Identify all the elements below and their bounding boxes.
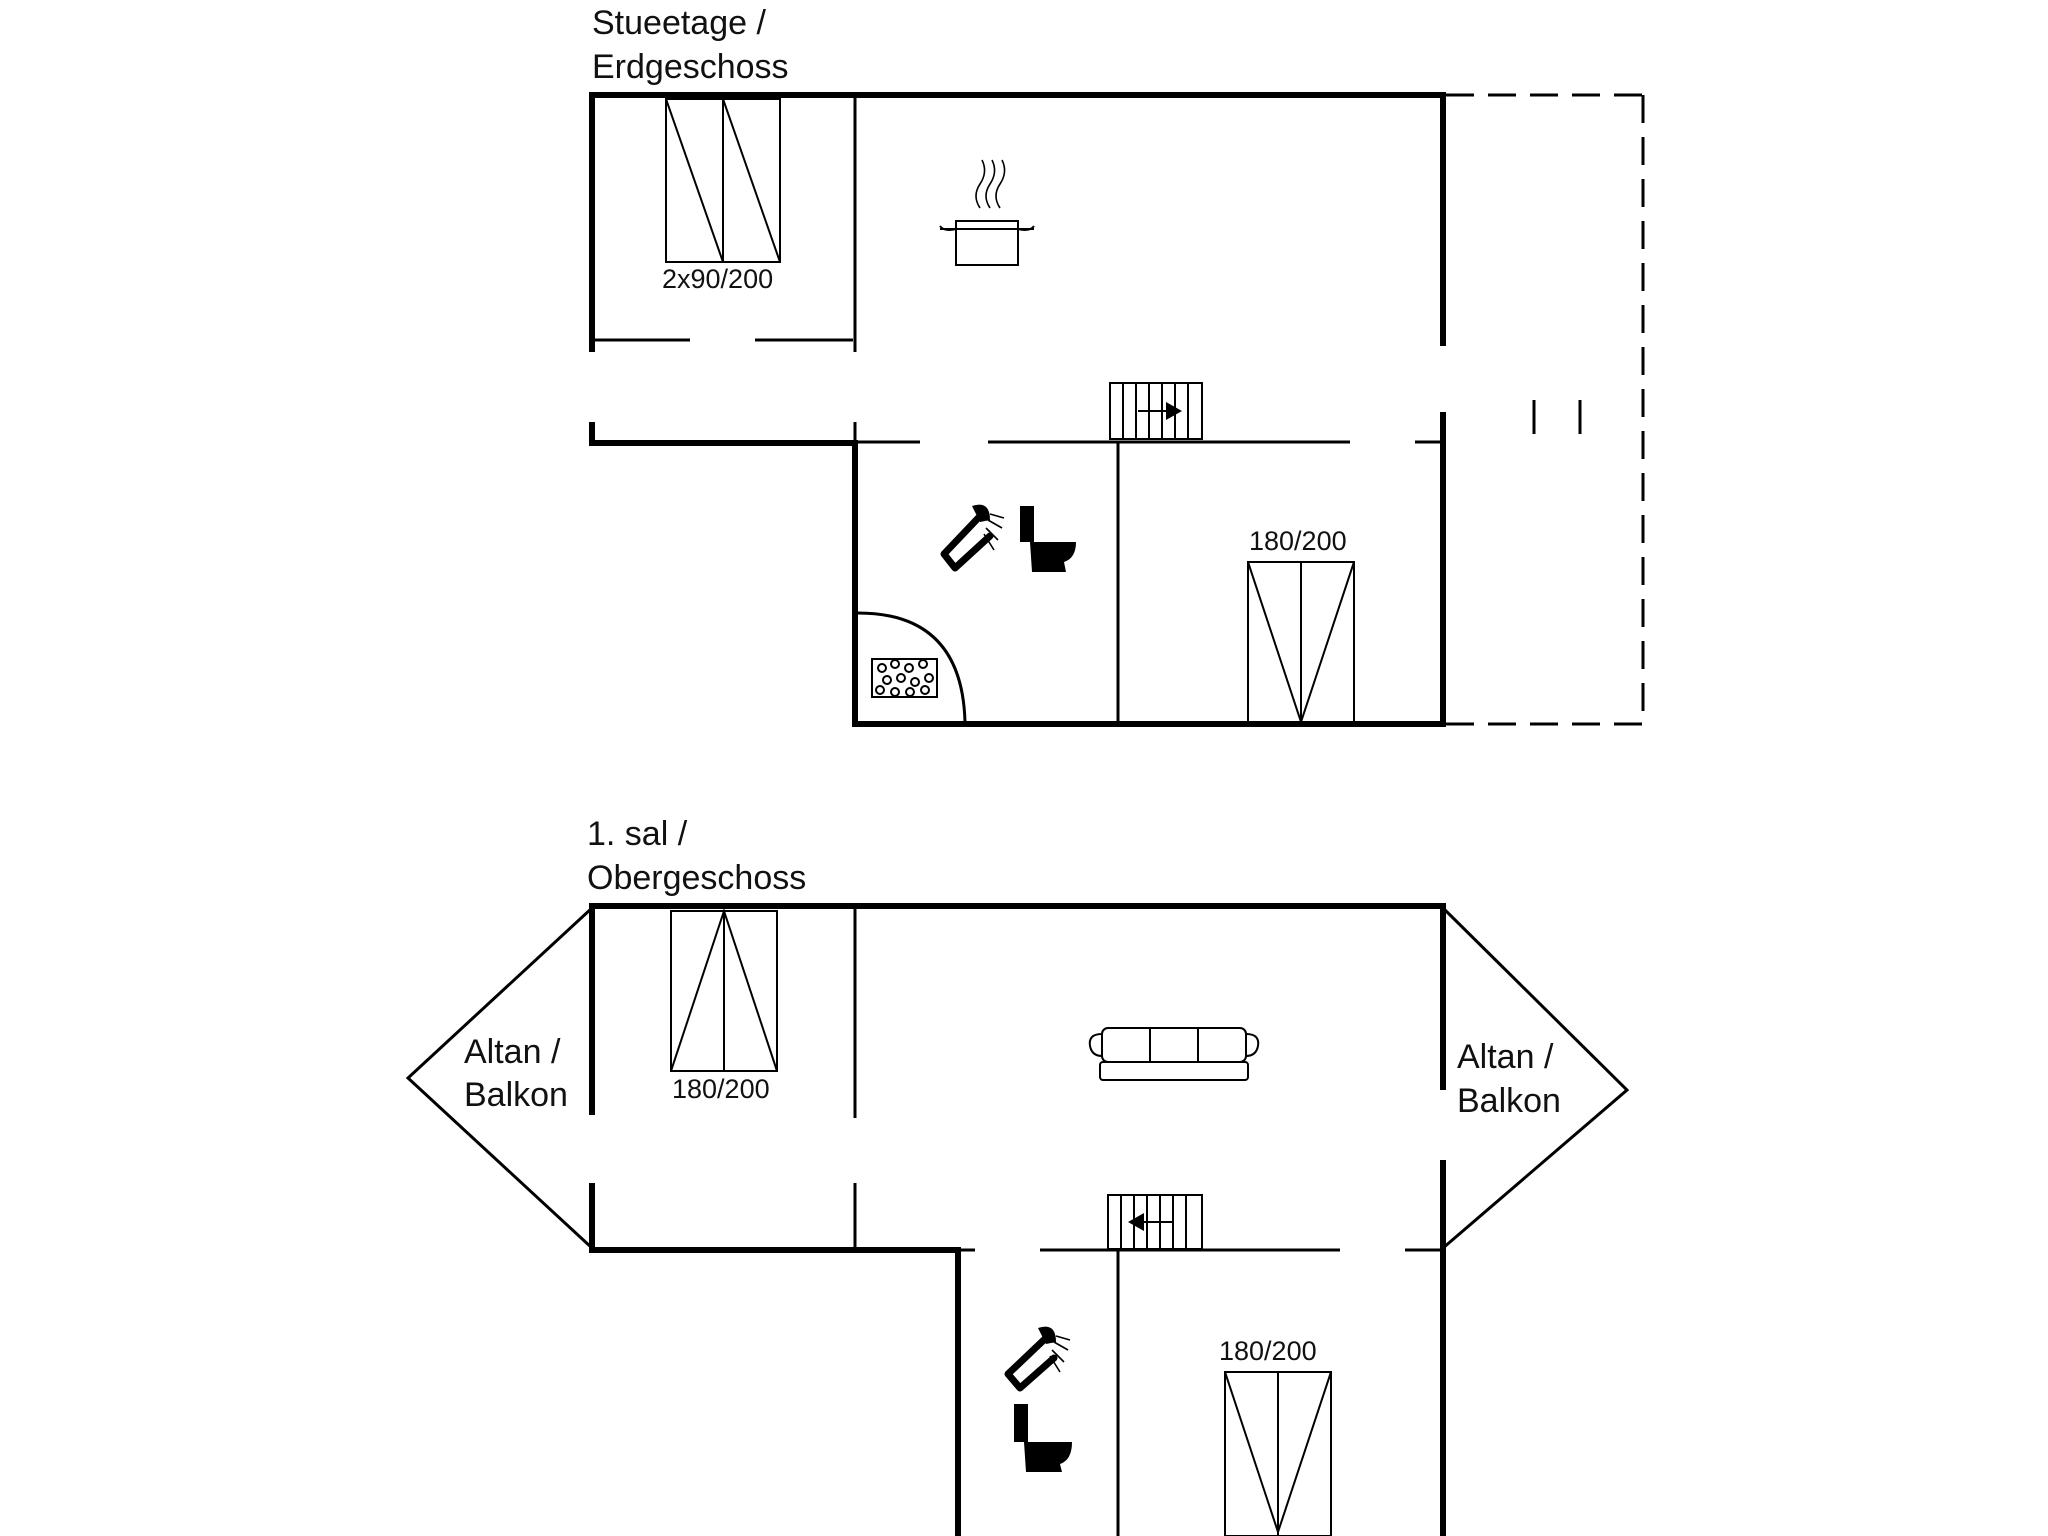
upper-floor-title-line1: 1. sal /	[587, 815, 688, 853]
upper-floor: 1. sal / Obergeschoss Altan / Balkon	[405, 815, 1630, 1536]
bed-size-label: 180/200	[672, 1074, 770, 1104]
balcony-right-label-line1: Altan /	[1457, 1038, 1554, 1076]
sauna-stones-icon	[857, 611, 967, 723]
toilet-icon	[1014, 1404, 1072, 1472]
balcony-right	[1441, 906, 1630, 1250]
ground-floor-title-line1: Stueetage /	[592, 4, 766, 42]
stairs-down-icon	[1107, 1194, 1203, 1250]
upper-floor-title-line2: Obergeschoss	[587, 859, 806, 897]
bed-size-label: 2x90/200	[662, 264, 773, 294]
balcony-left-label-line1: Altan /	[464, 1033, 561, 1071]
cooking-pot-icon	[939, 159, 1035, 266]
shower-icon	[1004, 1326, 1071, 1392]
upper-floor-walls	[589, 903, 1446, 1536]
balcony-left-label-line2: Balkon	[464, 1076, 568, 1114]
bed-twin	[665, 98, 781, 263]
ground-floor: Stueetage / Erdgeschoss	[589, 4, 1645, 727]
bed-double	[1224, 1371, 1332, 1536]
ground-floor-title-line2: Erdgeschoss	[592, 48, 789, 86]
bed-double	[1247, 561, 1355, 726]
balcony-right-label-line2: Balkon	[1457, 1082, 1561, 1120]
bed-size-label: 180/200	[1249, 526, 1347, 556]
balcony-left	[405, 906, 594, 1250]
bed-size-label: 180/200	[1219, 1336, 1317, 1366]
ground-floor-walls	[589, 92, 1446, 727]
shower-icon	[940, 504, 1005, 572]
sofa-icon	[1088, 1027, 1260, 1081]
stairs-up-icon	[1109, 382, 1203, 440]
bed-double	[670, 907, 778, 1072]
toilet-icon	[1020, 506, 1076, 572]
terrace-outline	[1446, 93, 1645, 726]
